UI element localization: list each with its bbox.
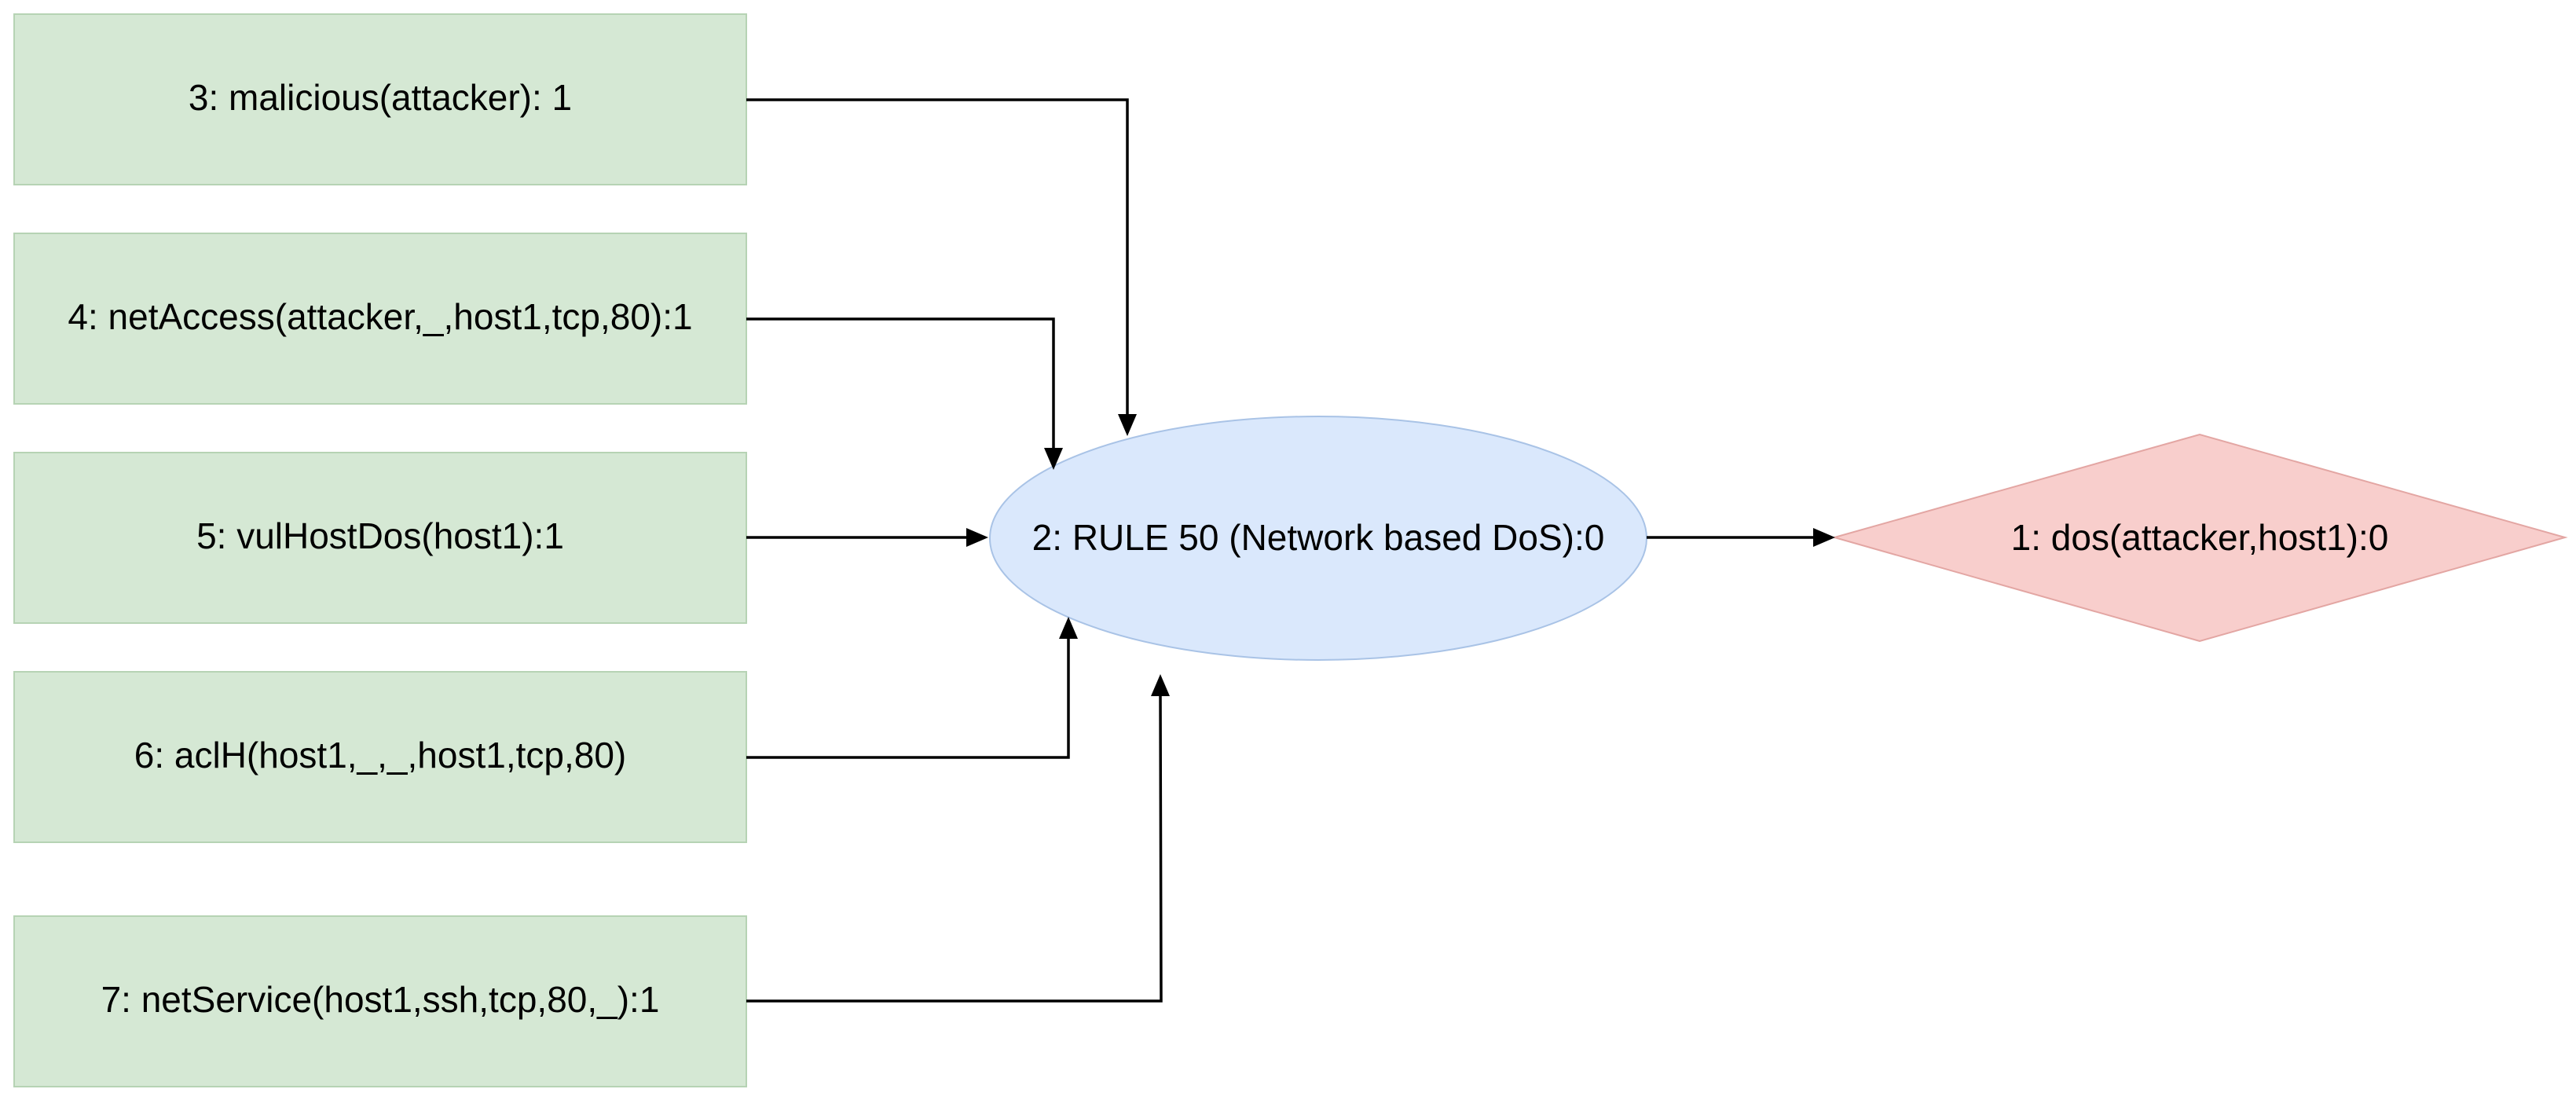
fact-node-7-label: 7: netService(host1,ssh,tcp,80,_):1	[101, 979, 660, 1020]
edge-2-to-1	[1647, 528, 1835, 547]
edge-5-to-2	[746, 528, 988, 547]
goal-node-1-label: 1: dos(attacker,host1):0	[2011, 517, 2389, 558]
goal-node-1: 1: dos(attacker,host1):0	[1831, 433, 2568, 643]
edge-5-to-2-arrowhead	[966, 528, 988, 547]
edge-6-to-2	[746, 617, 1078, 759]
rule-node-2: 2: RULE 50 (Network based DoS):0	[989, 416, 1647, 661]
edge-3-to-2	[746, 98, 1137, 436]
fact-node-7: 7: netService(host1,ssh,tcp,80,_):1	[13, 915, 747, 1087]
fact-node-4: 4: netAccess(attacker,_,host1,tcp,80):1	[13, 233, 747, 405]
fact-node-6-label: 6: aclH(host1,_,_,host1,tcp,80)	[134, 735, 626, 776]
edge-6-to-2-arrowhead	[1059, 617, 1078, 639]
edge-4-to-2	[746, 317, 1063, 470]
edge-4-to-2-arrowhead	[1044, 448, 1063, 470]
fact-node-3: 3: malicious(attacker): 1	[13, 13, 747, 185]
fact-node-5: 5: vulHostDos(host1):1	[13, 452, 747, 624]
fact-node-6: 6: aclH(host1,_,_,host1,tcp,80)	[13, 671, 747, 843]
rule-node-2-label: 2: RULE 50 (Network based DoS):0	[1032, 517, 1605, 558]
edge-7-to-2-arrowhead	[1151, 674, 1170, 696]
fact-node-5-label: 5: vulHostDos(host1):1	[196, 515, 564, 556]
edge-2-to-1-arrowhead	[1813, 528, 1835, 547]
fact-node-4-label: 4: netAccess(attacker,_,host1,tcp,80):1	[68, 296, 692, 337]
edge-3-to-2-arrowhead	[1118, 414, 1137, 436]
edge-7-to-2	[746, 674, 1170, 1003]
fact-node-3-label: 3: malicious(attacker): 1	[189, 77, 572, 118]
